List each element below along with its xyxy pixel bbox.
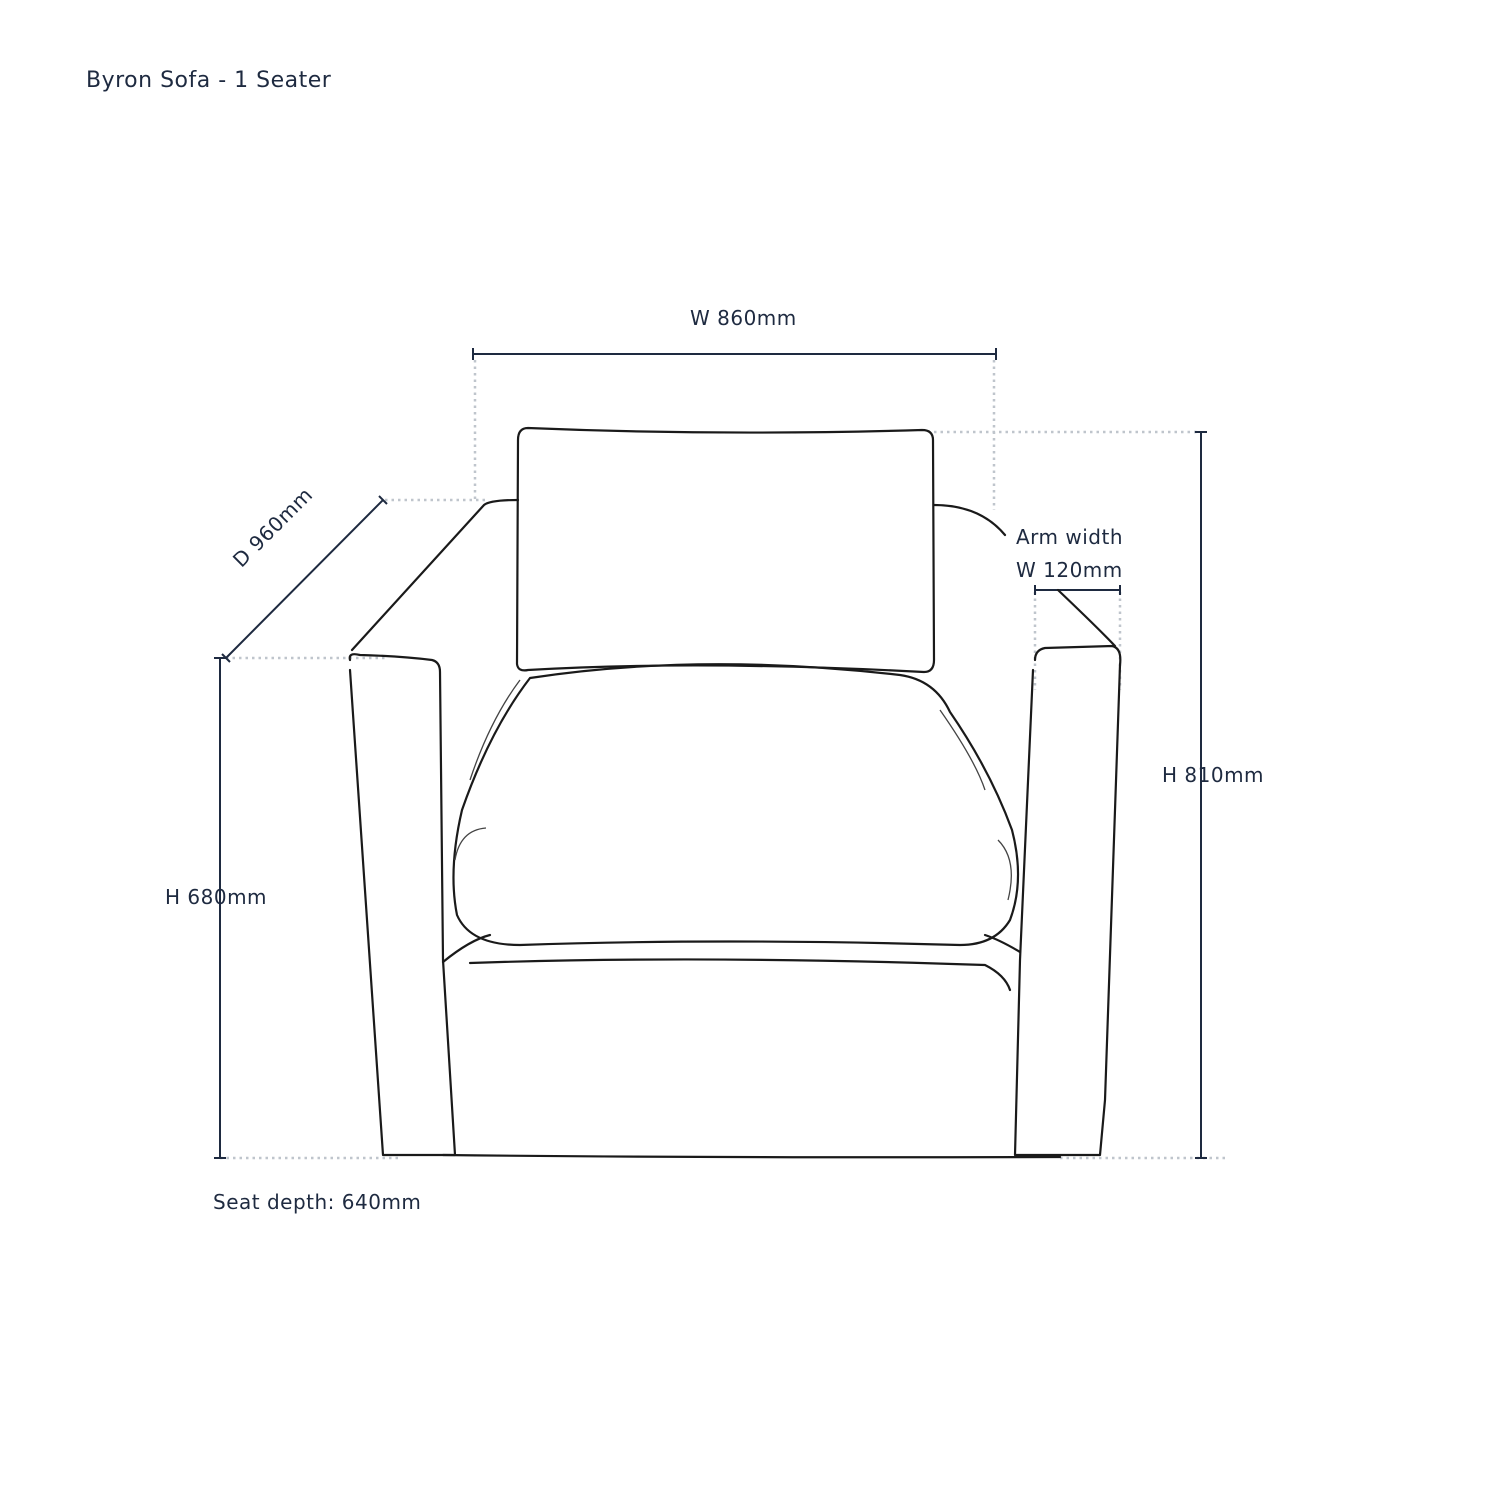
dimension-lines	[214, 348, 1207, 1159]
arm-width-title: Arm width	[1016, 525, 1124, 549]
seat-depth-label: Seat depth: 640mm	[213, 1190, 422, 1214]
guide-lines	[220, 360, 1225, 1160]
arm-height-label: H 680mm	[165, 885, 268, 909]
width-label: W 860mm	[690, 306, 797, 330]
sofa-outline	[348, 426, 1122, 1159]
arm-width-label: W 120mm	[1016, 558, 1123, 582]
total-height-label: H 810mm	[1162, 763, 1265, 787]
product-title: Byron Sofa - 1 Seater	[86, 68, 332, 93]
